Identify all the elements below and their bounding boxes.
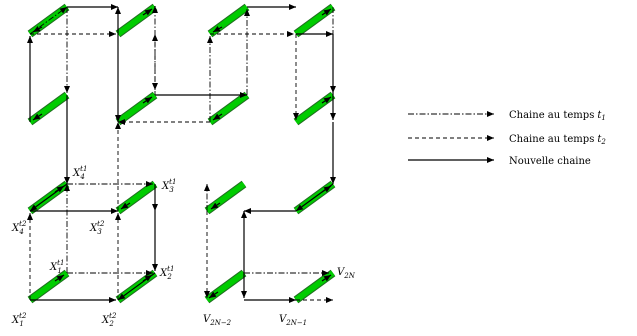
label-base: V xyxy=(337,267,346,278)
label-sub: 2N−2 xyxy=(209,319,231,327)
label-base: V xyxy=(203,314,212,325)
label-sub: 4 xyxy=(18,228,23,236)
label-sup: t1 xyxy=(80,165,87,173)
label-sub: 2 xyxy=(166,273,172,281)
green-segments xyxy=(27,3,336,304)
label-base: X xyxy=(49,262,58,273)
segment-arrow xyxy=(120,202,131,210)
legend-label: Nouvelle chaine xyxy=(509,156,591,167)
label-sup: t1 xyxy=(57,259,64,267)
legend-text: Nouvelle chaine xyxy=(509,156,591,167)
segment-arrow xyxy=(54,274,65,282)
green-segment xyxy=(205,181,246,214)
segment-arrow xyxy=(321,96,332,104)
label-base: X xyxy=(11,315,20,326)
segment-arrow xyxy=(142,96,153,104)
label-sub: 3 xyxy=(169,186,174,194)
label-sub: 3 xyxy=(97,228,102,236)
label-base: V xyxy=(279,314,288,325)
segment-arrow xyxy=(210,202,221,210)
legend-text: Chaine au temps xyxy=(509,110,594,121)
label-base: X xyxy=(89,223,98,234)
segment-arrow xyxy=(142,8,153,16)
label-base: X xyxy=(11,223,20,234)
chain-edges xyxy=(27,4,336,303)
label-sup: t1 xyxy=(167,265,174,273)
label-v_2n_2: V2N−2 xyxy=(203,314,232,327)
segment-arrow xyxy=(321,274,332,282)
segment-arrow xyxy=(212,25,223,33)
segment-arrow xyxy=(321,8,332,16)
label-sub: 2N xyxy=(343,272,355,280)
label-base: X xyxy=(159,268,168,279)
label-v_2n_1: V2N−1 xyxy=(279,314,307,327)
label-sub: 1 xyxy=(19,320,23,328)
label-base: X xyxy=(161,181,170,192)
label-sup: t2 xyxy=(109,312,117,320)
legend-sub: 1 xyxy=(601,114,605,122)
label-base: X xyxy=(72,168,81,179)
label-base: X xyxy=(101,315,110,326)
label-sub: 2N−1 xyxy=(285,319,307,327)
edge-time-1 xyxy=(29,6,68,35)
label-sup: t1 xyxy=(169,178,176,186)
label-sup: t2 xyxy=(97,220,105,228)
legend-sub: 2 xyxy=(600,138,606,146)
label-sup: t2 xyxy=(19,220,27,228)
segment-arrow xyxy=(212,113,223,121)
legend-text: Chaine au temps xyxy=(509,134,594,145)
label-v_2n: V2N xyxy=(337,267,356,280)
label-sub: 4 xyxy=(79,173,84,181)
segment-arrow xyxy=(208,291,219,299)
legend-t: t xyxy=(597,110,602,121)
edge-new-chain xyxy=(295,183,334,212)
label-sub: 1 xyxy=(57,267,61,275)
edge-new-chain xyxy=(29,183,68,212)
legend-t: t xyxy=(597,134,602,145)
label-sup: t2 xyxy=(19,312,27,320)
label-sub: 2 xyxy=(108,320,114,328)
segment-arrow xyxy=(32,113,43,121)
edge-new-chain xyxy=(117,272,156,301)
